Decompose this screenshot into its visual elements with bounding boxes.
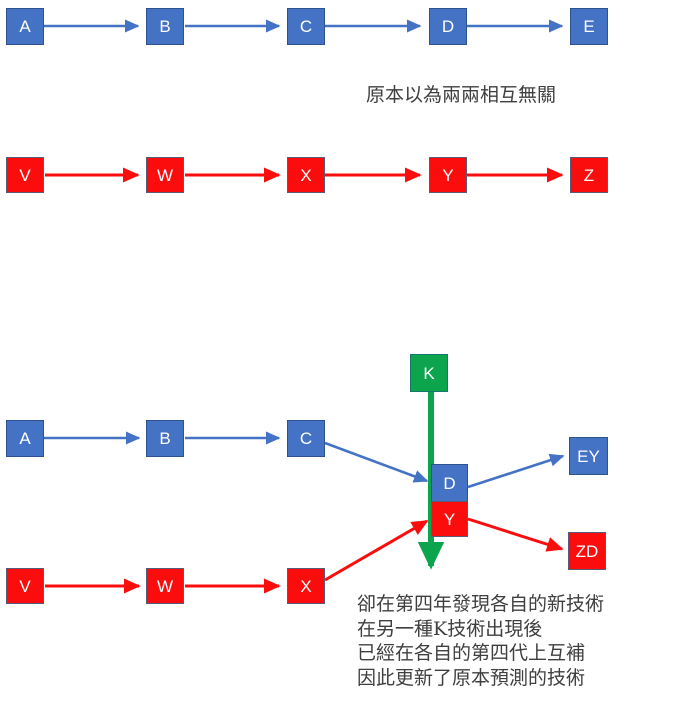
node-label: A	[19, 429, 31, 448]
node-bottom-red-x[interactable]: X	[287, 568, 325, 604]
node-label: Z	[583, 165, 595, 185]
node-bottom-blue-b[interactable]: B	[146, 420, 184, 457]
node-label: X	[300, 576, 312, 596]
node-label: EY	[577, 446, 600, 466]
node-top-red-y[interactable]: Y	[429, 157, 467, 193]
node-label: D	[441, 17, 455, 36]
node-label: C	[299, 429, 313, 448]
node-label: A	[19, 17, 31, 36]
node-label: ZD	[575, 541, 599, 561]
node-bottom-blue-a[interactable]: A	[6, 420, 44, 457]
node-bottom-merge-d[interactable]: D	[431, 464, 468, 501]
node-label: W	[156, 576, 174, 596]
node-bottom-blue-c[interactable]: C	[287, 420, 325, 457]
node-bottom-output-ey[interactable]: EY	[569, 437, 608, 475]
node-label: B	[159, 17, 171, 36]
node-bottom-red-v[interactable]: V	[6, 568, 44, 604]
node-top-red-z[interactable]: Z	[570, 157, 608, 193]
node-bottom-catalyst-k[interactable]: K	[410, 354, 448, 392]
edge-bottom-d-ey	[467, 453, 565, 489]
edge-bottom-y-zd	[467, 517, 564, 552]
edge-bottom-x-y	[324, 519, 429, 582]
node-bottom-red-w[interactable]: W	[146, 568, 184, 604]
node-label: E	[583, 17, 595, 36]
node-label: Y	[442, 165, 454, 185]
caption-bottom-line-3: 已經在各自的第四代上互補	[357, 642, 586, 664]
node-bottom-merge-y[interactable]: Y	[431, 501, 468, 537]
node-top-red-x[interactable]: X	[287, 157, 325, 193]
edge-bottom-c-d	[324, 441, 429, 483]
caption-bottom-line-1: 卻在第四年發現各自的新技術	[357, 593, 605, 615]
node-label: C	[299, 17, 313, 36]
node-label: V	[19, 165, 31, 185]
node-label: B	[159, 429, 171, 448]
node-label: X	[300, 165, 312, 185]
node-top-blue-c[interactable]: C	[287, 8, 325, 45]
node-top-red-v[interactable]: V	[6, 157, 44, 193]
node-label: K	[423, 363, 435, 383]
caption-bottom-line-2: 在另一種K技術出現後	[357, 617, 543, 640]
node-bottom-output-zd[interactable]: ZD	[568, 532, 606, 570]
node-top-red-w[interactable]: W	[146, 157, 184, 193]
node-top-blue-b[interactable]: B	[146, 8, 184, 45]
caption-bottom-line-4: 因此更新了原本預測的技術	[357, 666, 586, 689]
caption-bottom: 卻在第四年發現各自的新技術 在另一種K技術出現後 已經在各自的第四代上互補 因此…	[357, 592, 604, 690]
node-top-blue-a[interactable]: A	[6, 8, 44, 45]
node-label: Y	[443, 509, 456, 529]
node-label: V	[19, 576, 31, 596]
caption-top: 原本以為兩兩相互無關	[366, 84, 557, 106]
node-label: W	[156, 165, 174, 185]
node-top-blue-e[interactable]: E	[570, 8, 608, 45]
node-label: D	[443, 473, 456, 493]
node-top-blue-d[interactable]: D	[429, 8, 467, 45]
